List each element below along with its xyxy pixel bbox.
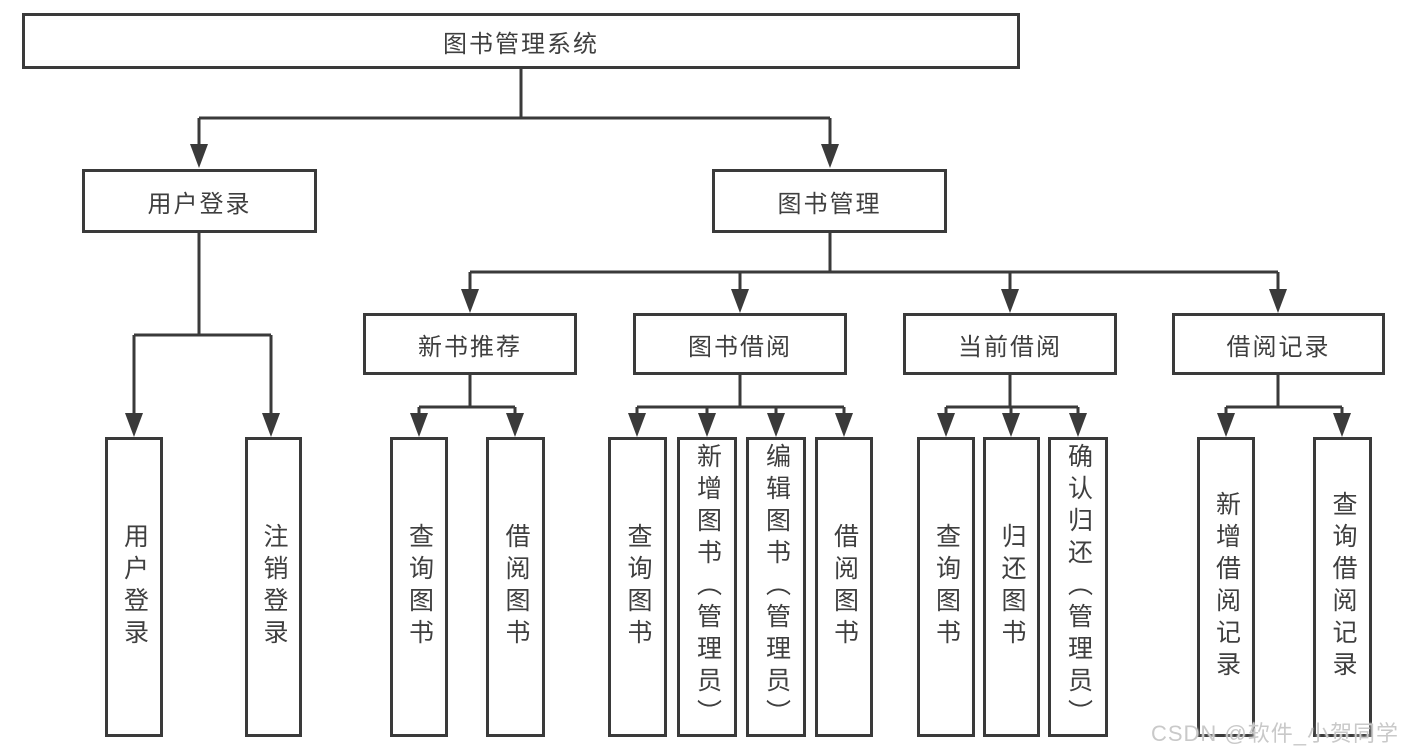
node-label: 查询图书: [624, 523, 652, 651]
node-label: 图书借阅: [688, 333, 792, 361]
node-label: 查询图书: [932, 523, 961, 651]
leaf-borrow-book: 借阅图书: [815, 437, 873, 737]
node-borrowing-records: 借阅记录: [1172, 313, 1385, 375]
node-label: 新增借阅记录: [1212, 491, 1241, 683]
node-label: 编辑图书（管理员）: [762, 443, 791, 731]
leaf-add-book-admin: 新增图书（管理员）: [677, 437, 737, 737]
leaf-query-book-current: 查询图书: [917, 437, 975, 737]
node-label: 借阅记录: [1226, 333, 1331, 361]
node-library-management-system: 图书管理系统: [22, 13, 1020, 69]
node-label: 查询借阅记录: [1329, 491, 1357, 683]
leaf-user-login: 用户登录: [105, 437, 163, 737]
connector-arrows: [125, 118, 1351, 437]
node-label: 用户登录: [120, 523, 149, 651]
node-label: 归还图书: [998, 523, 1026, 651]
node-label: 借阅图书: [502, 523, 530, 651]
node-current-borrowing: 当前借阅: [903, 313, 1117, 375]
node-user-login: 用户登录: [82, 169, 317, 233]
node-label: 新书推荐: [418, 333, 522, 361]
node-label: 图书管理: [777, 190, 882, 218]
node-label: 查询图书: [405, 523, 434, 651]
leaf-logout: 注销登录: [245, 437, 302, 737]
node-label: 注销登录: [260, 523, 288, 651]
leaf-query-book-borrowing: 查询图书: [608, 437, 667, 737]
node-label: 图书管理系统: [443, 30, 599, 58]
leaf-query-book-recommend: 查询图书: [390, 437, 448, 737]
node-label: 借阅图书: [830, 523, 859, 651]
leaf-edit-book-admin: 编辑图书（管理员）: [746, 437, 806, 737]
node-book-management: 图书管理: [712, 169, 947, 233]
node-book-borrowing: 图书借阅: [633, 313, 847, 375]
leaf-add-borrow-record: 新增借阅记录: [1197, 437, 1255, 737]
leaf-confirm-return-admin: 确认归还（管理员）: [1048, 437, 1108, 737]
node-label: 当前借阅: [958, 333, 1062, 361]
leaf-return-book: 归还图书: [983, 437, 1040, 737]
node-label: 用户登录: [147, 190, 252, 218]
csdn-watermark: CSDN @软件_小贺同学: [1150, 721, 1399, 746]
leaf-query-borrow-record: 查询借阅记录: [1313, 437, 1372, 737]
leaf-borrow-book-recommend: 借阅图书: [486, 437, 545, 737]
node-label: 确认归还（管理员）: [1064, 443, 1093, 731]
node-new-book-recommend: 新书推荐: [363, 313, 577, 375]
node-label: 新增图书（管理员）: [693, 443, 722, 731]
